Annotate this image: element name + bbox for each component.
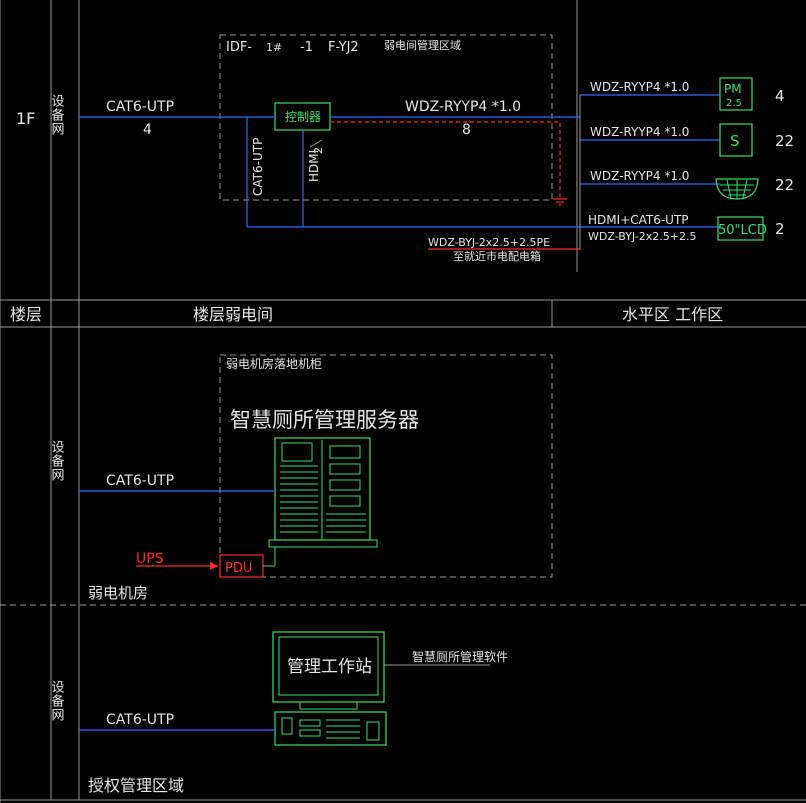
idf-number: 1#: [266, 41, 282, 54]
dome-sensor-icon[interactable]: [715, 178, 759, 200]
equipment-net-label: 设备网: [49, 680, 65, 722]
server-net-cable: CAT6-UTP: [106, 473, 174, 489]
zone-horizontal-work-area: 水平区 工作区: [622, 305, 723, 324]
hdmi-marker-tick: [309, 139, 323, 148]
power-internal-line: [330, 121, 561, 199]
workstation-net-cable: CAT6-UTP: [106, 712, 174, 728]
workstation-title: 管理工作站: [287, 657, 372, 677]
device-cable-label: WDZ-RYYP4 *1.0: [590, 169, 689, 183]
server-rack-icon[interactable]: [268, 437, 378, 548]
software-label: 智慧厕所管理软件: [412, 649, 508, 664]
s-sensor-label: S: [730, 132, 740, 150]
trunk-count-label: 8: [462, 122, 471, 138]
pm-label-bottom: 2.5: [726, 98, 742, 109]
device-cable-label: HDMI+CAT6-UTP: [588, 213, 689, 227]
equipment-net-label: 设备网: [49, 94, 65, 136]
pm25-sensor-icon[interactable]: PM 2.5: [719, 77, 753, 111]
idf-code: F-YJ2: [328, 40, 359, 55]
server-title: 智慧厕所管理服务器: [230, 408, 419, 432]
equipment-net-label: 设备网: [49, 440, 65, 482]
device-cable-label: WDZ-RYYP4 *1.0: [590, 125, 689, 139]
device-count: 22: [775, 132, 794, 150]
hdmi-marker-label: 2: [312, 147, 325, 154]
device-count: 2: [775, 220, 785, 238]
trunk-cable-label: WDZ-RYYP4 *1.0: [405, 99, 521, 115]
ups-label: UPS: [136, 551, 164, 567]
device-count: 4: [775, 87, 785, 105]
net-cable-label: CAT6-UTP: [106, 99, 174, 115]
vertical-cat6-label: CAT6-UTP: [251, 138, 265, 196]
ground-symbol: [553, 198, 567, 206]
idf-area-label: 弱电间管理区域: [384, 38, 461, 52]
zone-floor-wiring-room: 楼层弱电间: [193, 305, 273, 324]
controller-label: 控制器: [285, 110, 321, 124]
power-feed-cable: WDZ-BYJ-2x2.5+2.5PE: [428, 236, 550, 249]
device-cable-label: WDZ-RYYP4 *1.0: [590, 80, 689, 94]
power-feed-note: 至就近市电配电箱: [453, 249, 541, 263]
device-count: 22: [775, 176, 794, 194]
cabinet-enclosure: [219, 354, 553, 578]
floor-label: 1F: [16, 109, 35, 128]
lcd-power-label: WDZ-BYJ-2x2.5+2.5: [588, 230, 696, 243]
idf-dash-one: -1: [300, 40, 313, 55]
vertical-hdmi-label: HDMI: [307, 150, 321, 182]
server-room-name: 弱电机房: [88, 584, 148, 602]
ups-arrow-icon: [210, 562, 218, 570]
idf-prefix: IDF-: [226, 40, 252, 55]
pm-label-top: PM: [724, 82, 742, 96]
lcd-screen-icon[interactable]: 50"LCD: [717, 216, 767, 241]
zone-floor: 楼层: [10, 305, 42, 324]
workstation-area: 授权管理区域: [88, 776, 184, 795]
cabinet-label: 弱电机房落地机柜: [226, 356, 322, 371]
lcd-label: 50"LCD: [718, 223, 767, 238]
pdu-label: PDU: [225, 561, 252, 576]
desktop-computer-icon[interactable]: [274, 711, 387, 746]
occupancy-sensor-icon[interactable]: S: [719, 123, 753, 157]
monitor-icon[interactable]: [272, 631, 385, 710]
net-count-label: 4: [143, 122, 152, 138]
